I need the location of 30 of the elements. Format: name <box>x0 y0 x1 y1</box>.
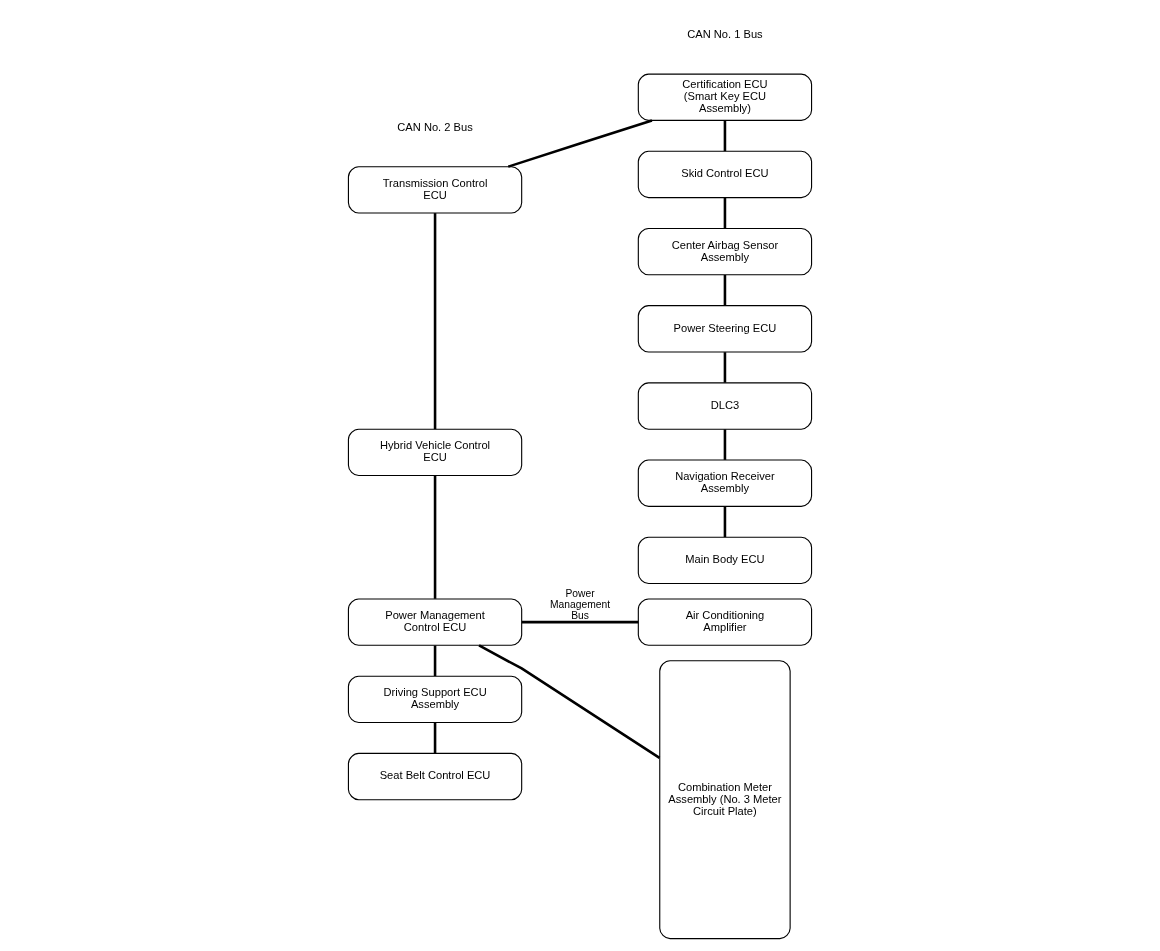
node-box: DLC3 <box>637 382 813 430</box>
connector <box>723 120 727 152</box>
connector <box>478 644 661 759</box>
connector <box>723 506 727 538</box>
node-box: Main Body ECU <box>637 536 813 585</box>
connector <box>507 119 653 168</box>
connector <box>433 645 437 676</box>
label: CAN No. 2 Bus <box>397 121 473 134</box>
connector <box>433 475 437 599</box>
connector <box>723 197 727 229</box>
node-box: Skid Control ECU <box>637 150 813 199</box>
node-box: Certification ECU (Smart Key ECU Assembly) <box>637 73 813 121</box>
connector <box>433 722 437 754</box>
node-box: Power Management Control ECU <box>347 598 523 646</box>
connector <box>723 429 727 460</box>
connector <box>522 620 639 624</box>
node-box: Hybrid Vehicle Control ECU <box>347 428 523 477</box>
connector <box>723 352 727 383</box>
connector <box>723 275 727 306</box>
node-box: Power Steering ECU <box>637 305 813 353</box>
node-box: Navigation Receiver Assembly <box>637 459 813 507</box>
node-box: Transmission Control ECU <box>347 166 523 214</box>
label: CAN No. 1 Bus <box>687 28 763 41</box>
node-box: Combination Meter Assembly (No. 3 Meter Circuit Plate) <box>659 660 791 940</box>
node-box: Driving Support ECU Assembly <box>347 675 523 724</box>
node-box: Seat Belt Control ECU <box>347 752 523 801</box>
connector <box>433 213 437 430</box>
node-box: Center Airbag Sensor Assembly <box>637 227 813 276</box>
edge-label: Power Management Bus <box>549 587 611 622</box>
node-box: Air Conditioning Amplifier <box>637 598 813 646</box>
